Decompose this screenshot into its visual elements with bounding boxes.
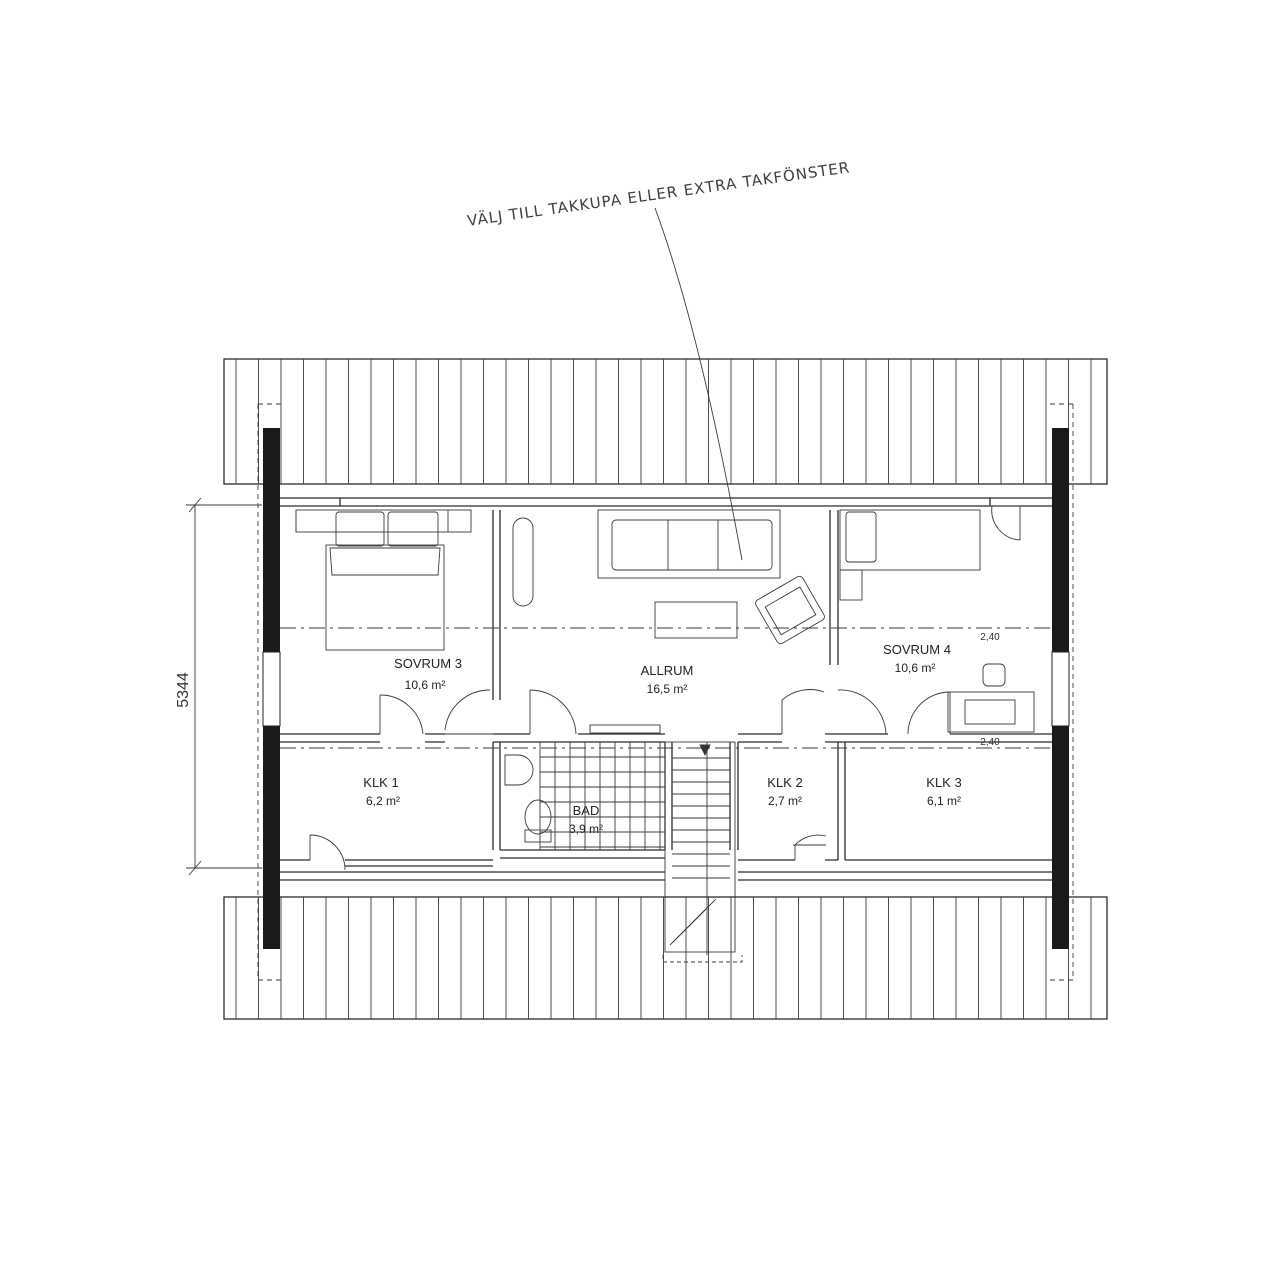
room-name-klk1: KLK 1: [363, 775, 398, 790]
stair-step: [702, 909, 706, 913]
room-name-bad: BAD: [573, 803, 600, 818]
room-area-sovrum4: 10,6 m²: [895, 661, 936, 675]
roof-bottom: [223, 896, 1108, 1020]
annotation-leader: [654, 207, 743, 561]
room-name-sovrum4: SOVRUM 4: [883, 642, 951, 657]
height-upper: 2,40: [980, 632, 1000, 643]
room-name-klk3: KLK 3: [926, 775, 961, 790]
sovrum4-furniture: [839, 509, 1035, 733]
allrum-furniture: [512, 509, 825, 645]
room-area-sovrum3: 10,6 m²: [405, 678, 446, 692]
room-area-klk1: 6,2 m²: [366, 794, 400, 808]
window-right: [1051, 651, 1070, 727]
bathroom-tiles: [539, 742, 665, 850]
dimension-line: 5344: [175, 497, 262, 876]
dimension-label: 5344: [175, 672, 192, 708]
room-area-klk3: 6,1 m²: [927, 794, 961, 808]
room-name-allrum: ALLRUM: [641, 663, 694, 678]
room-labels: SOVRUM 3 10,6 m² ALLRUM 16,5 m² SOVRUM 4…: [363, 632, 1000, 836]
roof-top: [223, 358, 1108, 485]
double-bed: [295, 509, 472, 651]
staircase: [662, 741, 743, 963]
room-name-klk2: KLK 2: [767, 775, 802, 790]
room-area-klk2: 2,7 m²: [768, 794, 802, 808]
room-area-bad: 3,9 m²: [569, 822, 603, 836]
height-lower: 2,40: [980, 737, 1000, 748]
room-name-sovrum3: SOVRUM 3: [394, 656, 462, 671]
stair-step: [689, 909, 706, 926]
doors: [309, 505, 1021, 871]
gable-markers: [257, 403, 1074, 981]
walls: [280, 497, 1052, 881]
window-left: [262, 651, 281, 727]
room-area-allrum: 16,5 m²: [647, 682, 688, 696]
